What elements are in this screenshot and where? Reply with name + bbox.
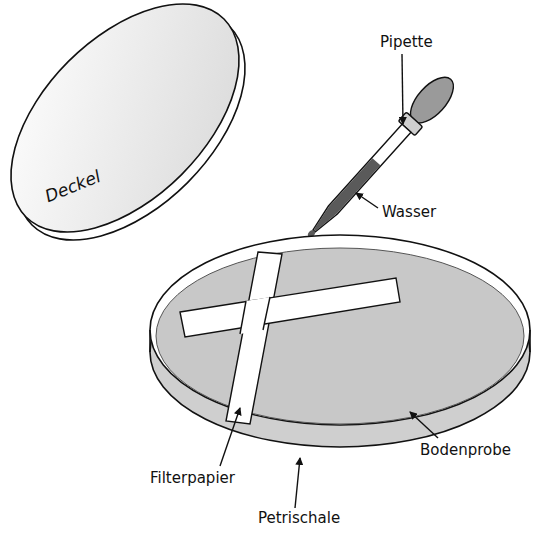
part-label: Filterpapier (150, 470, 235, 487)
part-label: Petrischale (258, 510, 340, 527)
pipette (298, 70, 461, 246)
petri-dish (150, 235, 530, 447)
leader-lines (220, 54, 438, 508)
lid (0, 0, 287, 282)
part-label: Pipette (380, 34, 433, 51)
part-label: Bodenprobe (420, 442, 511, 459)
part-label: Wasser (382, 204, 436, 221)
filter-paper (180, 252, 400, 424)
